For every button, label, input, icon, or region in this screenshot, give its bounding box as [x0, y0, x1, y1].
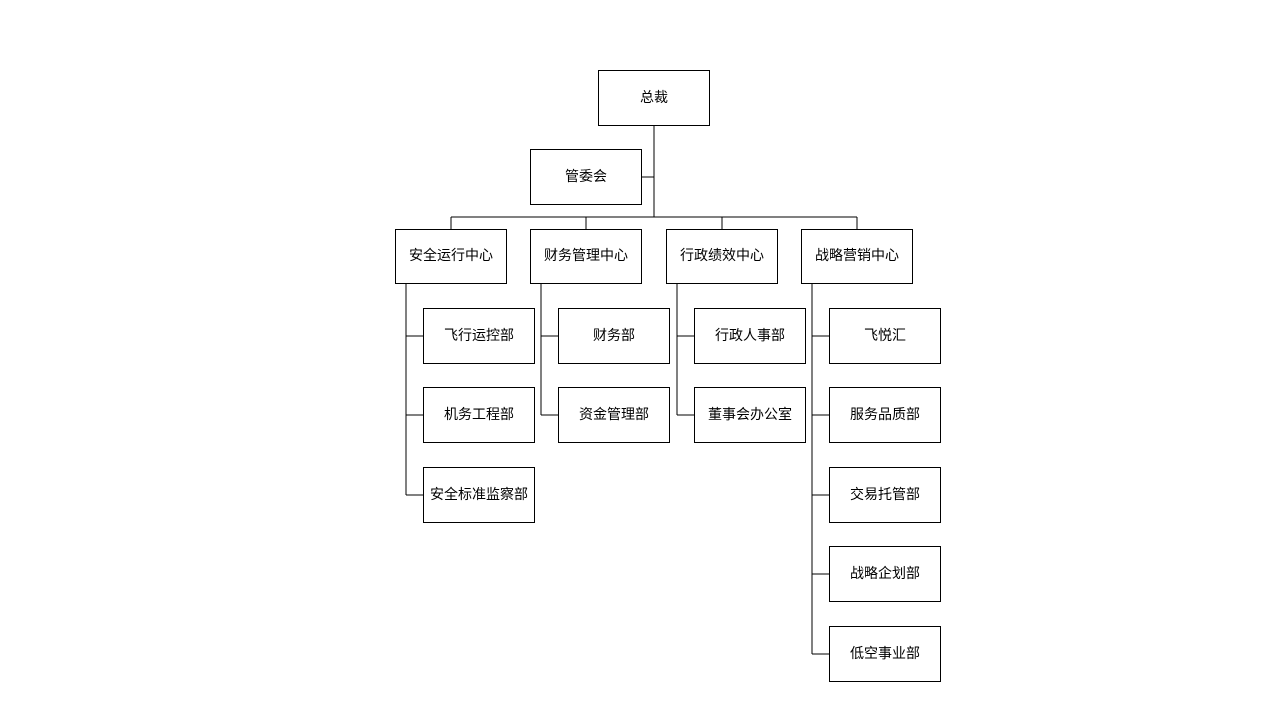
department-node: 董事会办公室	[694, 387, 806, 443]
department-node: 机务工程部	[423, 387, 535, 443]
department-node: 财务部	[558, 308, 670, 364]
department-node: 交易托管部	[829, 467, 941, 523]
center-node: 行政绩效中心	[666, 229, 778, 284]
department-node: 资金管理部	[558, 387, 670, 443]
department-node: 飞悦汇	[829, 308, 941, 364]
center-node: 安全运行中心	[395, 229, 507, 284]
department-node: 飞行运控部	[423, 308, 535, 364]
committee-node: 管委会	[530, 149, 642, 205]
root-node: 总裁	[598, 70, 710, 126]
department-node: 战略企划部	[829, 546, 941, 602]
center-node: 战略营销中心	[801, 229, 913, 284]
department-node: 低空事业部	[829, 626, 941, 682]
department-node: 服务品质部	[829, 387, 941, 443]
center-node: 财务管理中心	[530, 229, 642, 284]
department-node: 行政人事部	[694, 308, 806, 364]
department-node: 安全标准监察部	[423, 467, 535, 523]
